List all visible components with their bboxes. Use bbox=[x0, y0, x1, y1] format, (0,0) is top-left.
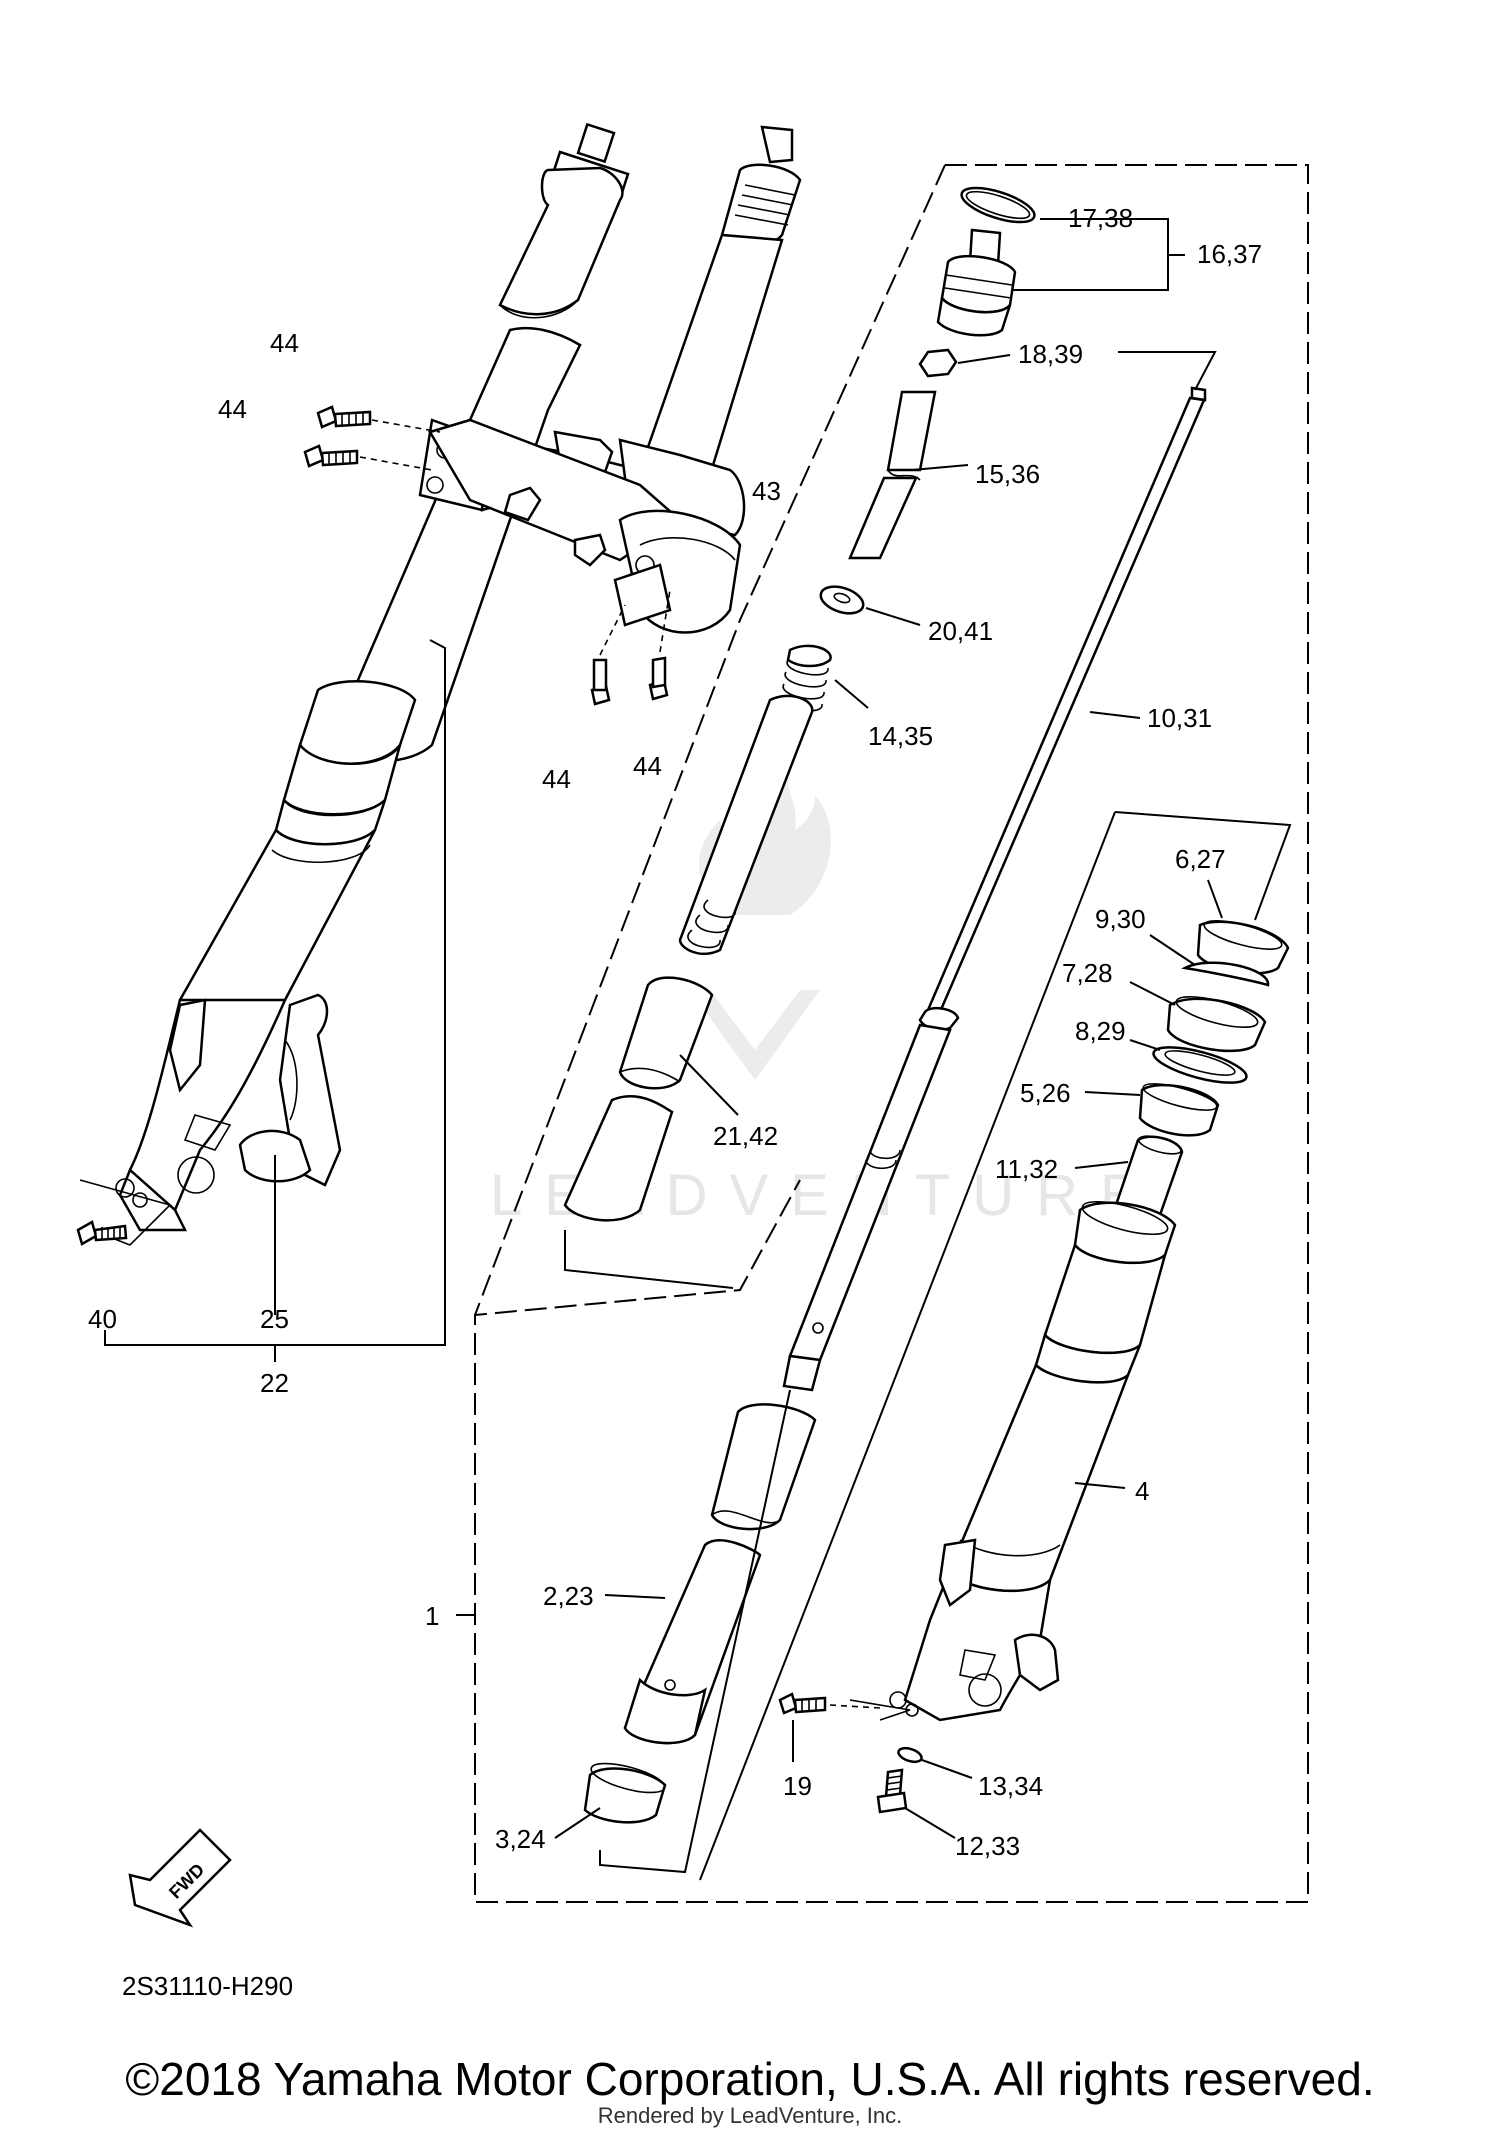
callout-labels: 44 44 43 44 44 40 25 22 17,38 16,37 18,3… bbox=[88, 203, 1262, 2001]
callout-19: 19 bbox=[783, 1771, 812, 1801]
callout-3-24: 3,24 bbox=[495, 1824, 546, 1854]
callout-25: 25 bbox=[260, 1304, 289, 1334]
diagram-code: 2S31110-H290 bbox=[122, 1971, 293, 2001]
callout-10-31: 10,31 bbox=[1147, 703, 1212, 733]
nut-18 bbox=[918, 348, 958, 378]
spring-14 bbox=[678, 644, 832, 956]
washer-8 bbox=[1152, 1046, 1248, 1084]
spacer-pipe-21 bbox=[563, 976, 714, 1222]
washer-13 bbox=[897, 1746, 923, 1764]
callout-13-34: 13,34 bbox=[978, 1771, 1043, 1801]
callout-43: 43 bbox=[752, 476, 781, 506]
fwd-arrow-icon: FWD bbox=[128, 1828, 232, 1928]
callout-20-41: 20,41 bbox=[928, 616, 993, 646]
callout-44: 44 bbox=[218, 394, 247, 424]
callout-16-37: 16,37 bbox=[1197, 239, 1262, 269]
clip-9 bbox=[1181, 961, 1270, 987]
callout-14-35: 14,35 bbox=[868, 721, 933, 751]
rod-15 bbox=[848, 390, 937, 560]
dust-seal-6 bbox=[1196, 920, 1290, 975]
steering-stem-43 bbox=[428, 125, 802, 634]
bolts-44 bbox=[303, 405, 671, 706]
bushing-3 bbox=[583, 1762, 667, 1824]
callout-18-39: 18,39 bbox=[1018, 339, 1083, 369]
bolt-12 bbox=[876, 1768, 908, 1814]
collar-20 bbox=[819, 585, 865, 615]
callout-5-26: 5,26 bbox=[1020, 1078, 1071, 1108]
callout-6-27: 6,27 bbox=[1175, 844, 1226, 874]
cap-bolt-16 bbox=[936, 228, 1017, 337]
callout-44: 44 bbox=[633, 751, 662, 781]
bolt-40 bbox=[76, 1220, 128, 1246]
oil-seal-7 bbox=[1166, 995, 1267, 1053]
callout-2-23: 2,23 bbox=[543, 1581, 594, 1611]
callout-8-29: 8,29 bbox=[1075, 1016, 1126, 1046]
o-ring-17 bbox=[960, 186, 1036, 224]
callout-15-36: 15,36 bbox=[975, 459, 1040, 489]
leader-22 bbox=[104, 639, 446, 1346]
callout-9-30: 9,30 bbox=[1095, 904, 1146, 934]
callout-11-32: 11,32 bbox=[995, 1154, 1058, 1184]
callout-7-28: 7,28 bbox=[1062, 958, 1113, 988]
damper-rod-10 bbox=[782, 386, 1207, 1392]
bolt-19 bbox=[778, 1692, 911, 1721]
callout-1: 1 bbox=[425, 1601, 439, 1631]
rendered-by-notice: Rendered by LeadVenture, Inc. bbox=[597, 2103, 903, 2128]
callout-4: 4 bbox=[1135, 1476, 1149, 1506]
boundary-1 bbox=[474, 164, 1309, 1903]
copyright-notice: ©2018 Yamaha Motor Corporation, U.S.A. A… bbox=[125, 2053, 1375, 2105]
callout-40: 40 bbox=[88, 1304, 117, 1334]
inner-tube-2 bbox=[623, 1403, 817, 1745]
fork-assembly-left bbox=[79, 122, 642, 1246]
callout-44: 44 bbox=[270, 328, 299, 358]
callout-12-33: 12,33 bbox=[955, 1831, 1020, 1861]
callout-17-38: 17,38 bbox=[1068, 203, 1133, 233]
group-box-right bbox=[1114, 811, 1292, 921]
callout-22: 22 bbox=[260, 1368, 289, 1398]
callout-21-42: 21,42 bbox=[713, 1121, 778, 1151]
callout-44: 44 bbox=[542, 764, 571, 794]
bushing-5 bbox=[1138, 1083, 1220, 1137]
outer-tube-4 bbox=[889, 1200, 1177, 1722]
